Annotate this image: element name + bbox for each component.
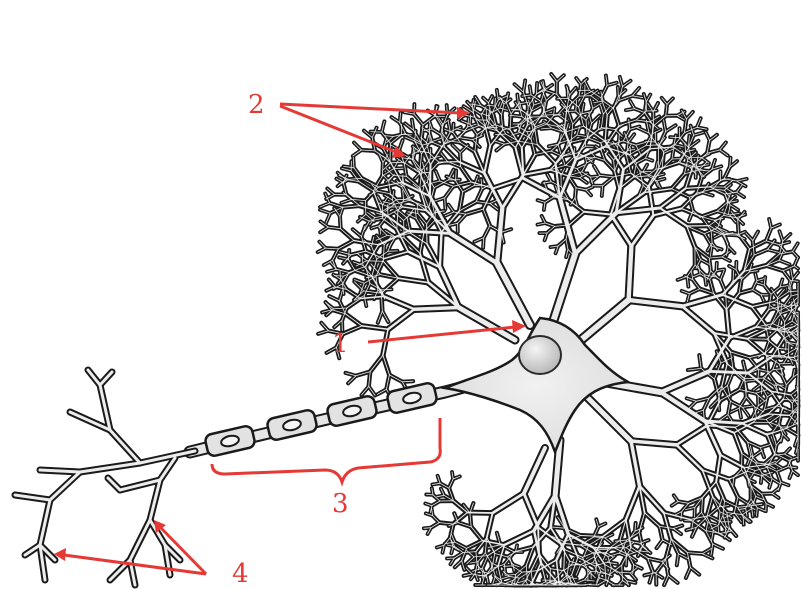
dendrite-branch-core [414, 308, 458, 310]
dendrite-branch-core [414, 114, 423, 125]
dendrite-branch-core [493, 493, 524, 513]
dendrite-branch-core [471, 527, 482, 541]
dendrite-branch-core [569, 212, 584, 225]
dendrite-branch-core [575, 300, 629, 345]
dendrite-branch-core [497, 263, 530, 325]
dendrite-branch-core [459, 308, 515, 341]
dendrite-branch-core [476, 120, 487, 121]
dendrite-branch-core [791, 302, 792, 311]
dendrite-branch-core [486, 109, 487, 120]
dendrite-branch-core [645, 513, 660, 527]
dendrite-branch-core [367, 261, 384, 262]
dendrite-branch-core [371, 132, 382, 133]
dendrite-branch-core [575, 213, 616, 254]
arrow-2b [280, 106, 396, 152]
arrow-2a [280, 104, 460, 113]
dendrite-branch-core [388, 309, 414, 329]
dendrite-branch-core [661, 392, 705, 421]
dendrite-branch-core [440, 232, 442, 267]
dendrite-branch-core [629, 246, 632, 300]
dendrite-branch-core [445, 186, 454, 198]
dendrite-branch-core [451, 233, 498, 263]
dendrite-branch-core [677, 445, 703, 470]
dendrite-branch-core [682, 306, 714, 333]
dendrite-branch-core [384, 296, 415, 309]
dendrite-branch-core [677, 426, 708, 445]
nucleus [519, 336, 561, 374]
dendrite-branch-core [777, 298, 778, 312]
dendrite-branch-core [772, 357, 794, 358]
dendrite-branch-core [611, 215, 632, 247]
myelin-segment [266, 409, 318, 441]
label-2: 2 [248, 90, 265, 120]
dendrite-branch-core [495, 134, 505, 135]
dendrite-branch-core [747, 339, 767, 340]
myelin-segment [204, 425, 256, 457]
dendrite-branch-core [585, 395, 631, 441]
dendrite-branch-core [456, 171, 457, 181]
label-4: 4 [232, 559, 249, 589]
dendrite-branch-core [504, 531, 534, 545]
dendrite-branch-core [626, 486, 640, 520]
dendrite-branch-core [453, 124, 454, 133]
dendrite-branch-core [646, 142, 656, 143]
dendrite-branch-core [338, 241, 354, 249]
dendrite-branch-core [370, 355, 383, 371]
dendrite-branch-core [467, 513, 492, 514]
dendrite-branch-core [345, 314, 362, 326]
dendrite-branch-core [552, 254, 575, 325]
dendrite-branch-core [404, 221, 405, 238]
dendrite-branch-core [538, 527, 539, 554]
axon-terminals [15, 370, 195, 585]
myelin-segment [386, 382, 438, 414]
dendrite-branch-core [495, 98, 496, 106]
dendrite-branch-core [631, 215, 653, 246]
dendrite-branch-core [524, 448, 545, 493]
dendrite-branch-core [672, 174, 685, 189]
myelin-segment [326, 395, 378, 427]
dendrite-branch-core [709, 371, 748, 373]
dendrite-branch-core [391, 162, 404, 163]
label-3: 3 [332, 489, 349, 519]
label-1: 1 [332, 329, 349, 359]
dendrite-branch-core [661, 371, 709, 392]
dendrite-branch-core [524, 493, 538, 527]
